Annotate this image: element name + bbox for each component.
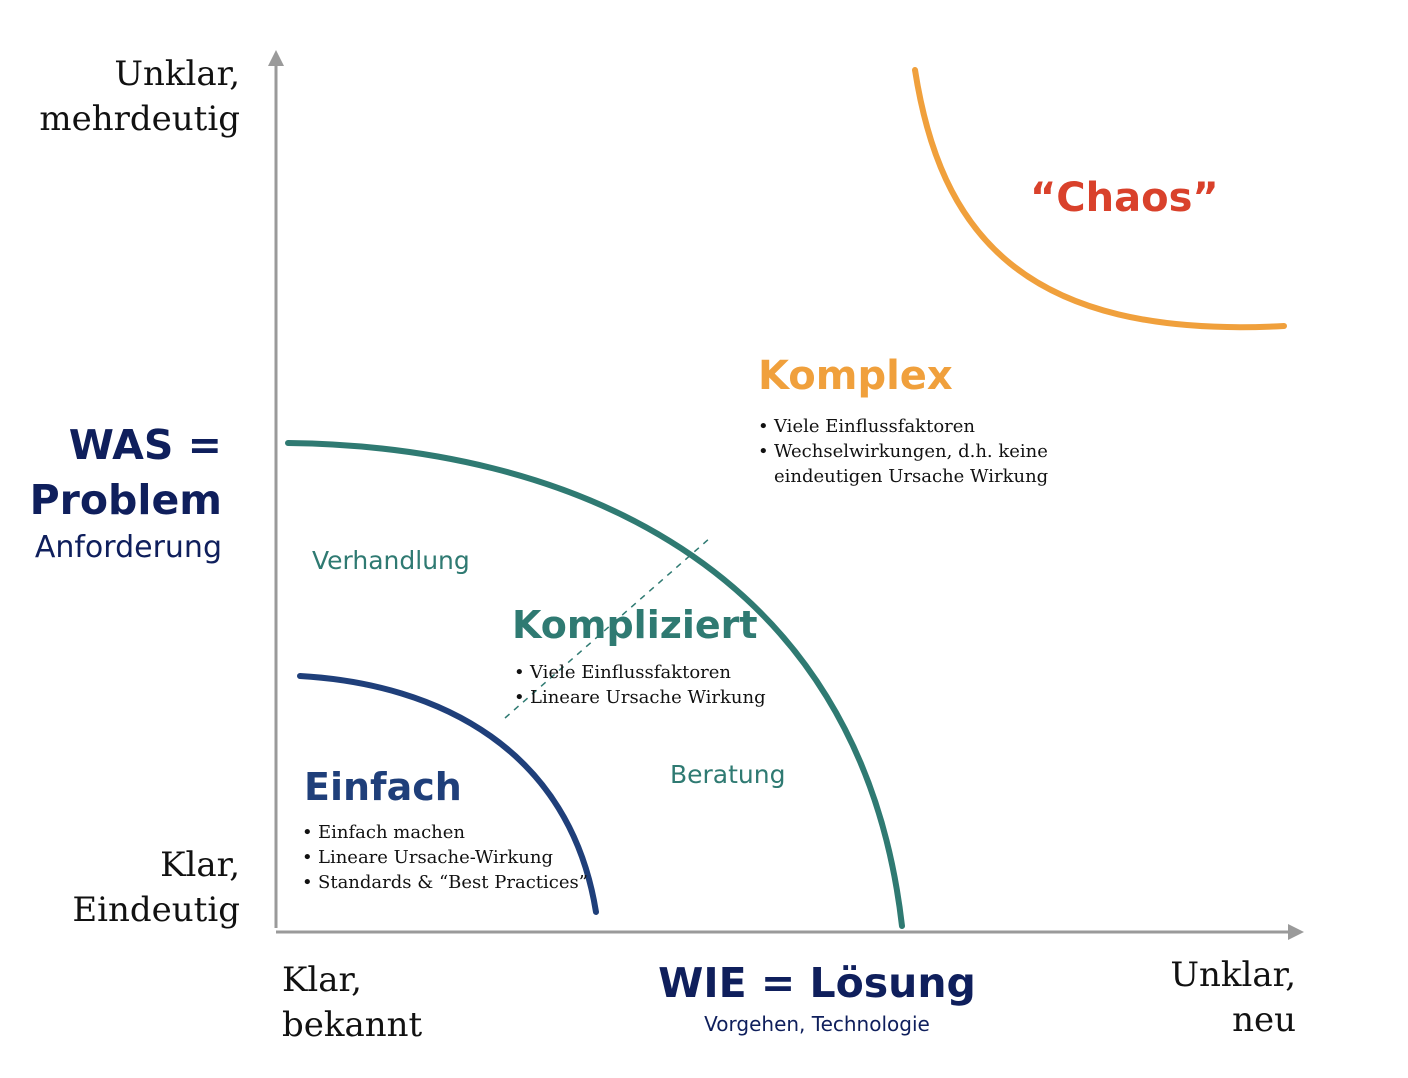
y-axis-bottom-label-line1: Klar, (160, 845, 240, 885)
einfach-bullet: Standards & “Best Practices” (302, 870, 588, 895)
kompliziert-bullet: Viele Einflussfaktoren (514, 660, 766, 685)
einfach-bullet: Lineare Ursache-Wirkung (302, 845, 588, 870)
y-axis-subtitle: Anforderung (34, 530, 222, 565)
x-axis-title-text: WIE = Lösung (658, 959, 976, 1007)
komplex-bullet-continuation-text: eindeutigen Ursache Wirkung (774, 466, 1049, 487)
y-axis-bottom-label-line2: Eindeutig (72, 890, 240, 930)
kompliziert-boundary-curve (285, 440, 905, 929)
kompliziert-bullet: Lineare Ursache Wirkung (514, 685, 766, 710)
y-axis-top-label-line2: mehrdeutig (39, 99, 240, 139)
einfach-title: Einfach (304, 765, 462, 809)
x-axis-arrow-icon (1288, 924, 1304, 940)
y-axis-title-line2: Problem (29, 476, 222, 524)
komplex-bullet-continuation: eindeutigen Ursache Wirkung (758, 464, 1048, 489)
kompliziert-title: Kompliziert (512, 603, 758, 647)
y-axis-title: WAS = Problem Anforderung (0, 418, 222, 568)
x-axis-left-label: Klar, bekannt (282, 958, 502, 1048)
beratung-label: Beratung (670, 760, 786, 789)
x-axis-right-label: Unklar, neu (1076, 953, 1296, 1043)
y-axis-arrow-icon (268, 50, 284, 66)
komplex-bullet: Wechselwirkungen, d.h. keine (758, 439, 1048, 464)
y-axis-top-label-line1: Unklar, (114, 54, 240, 94)
y-axis-bottom-label: Klar, Eindeutig (20, 843, 240, 933)
komplex-bullet: Viele Einflussfaktoren (758, 414, 1048, 439)
x-axis-right-label-line1: Unklar, (1170, 955, 1296, 995)
diagonal-dashed-line (504, 537, 711, 719)
x-axis-left-label-line2: bekannt (282, 1005, 423, 1045)
einfach-bullet-list: Einfach machen Lineare Ursache-Wirkung S… (302, 820, 588, 895)
x-axis-subtitle: Vorgehen, Technologie (704, 1012, 930, 1036)
x-axis-right-label-line2: neu (1232, 1000, 1296, 1040)
y-axis-title-line1: WAS = (68, 421, 222, 469)
y-axis-top-label: Unklar, mehrdeutig (20, 52, 240, 142)
chaos-boundary-curve (912, 67, 1287, 331)
einfach-bullet: Einfach machen (302, 820, 588, 845)
komplex-title: Komplex (758, 353, 953, 399)
verhandlung-label: Verhandlung (312, 546, 470, 575)
kompliziert-bullet-list: Viele Einflussfaktoren Lineare Ursache W… (514, 660, 766, 710)
komplex-bullet-list: Viele Einflussfaktoren Wechselwirkungen,… (758, 414, 1048, 489)
chaos-title: “Chaos” (1030, 175, 1219, 221)
x-axis-left-label-line1: Klar, (282, 960, 362, 1000)
x-axis-title: WIE = Lösung Vorgehen, Technologie (632, 955, 1002, 1037)
